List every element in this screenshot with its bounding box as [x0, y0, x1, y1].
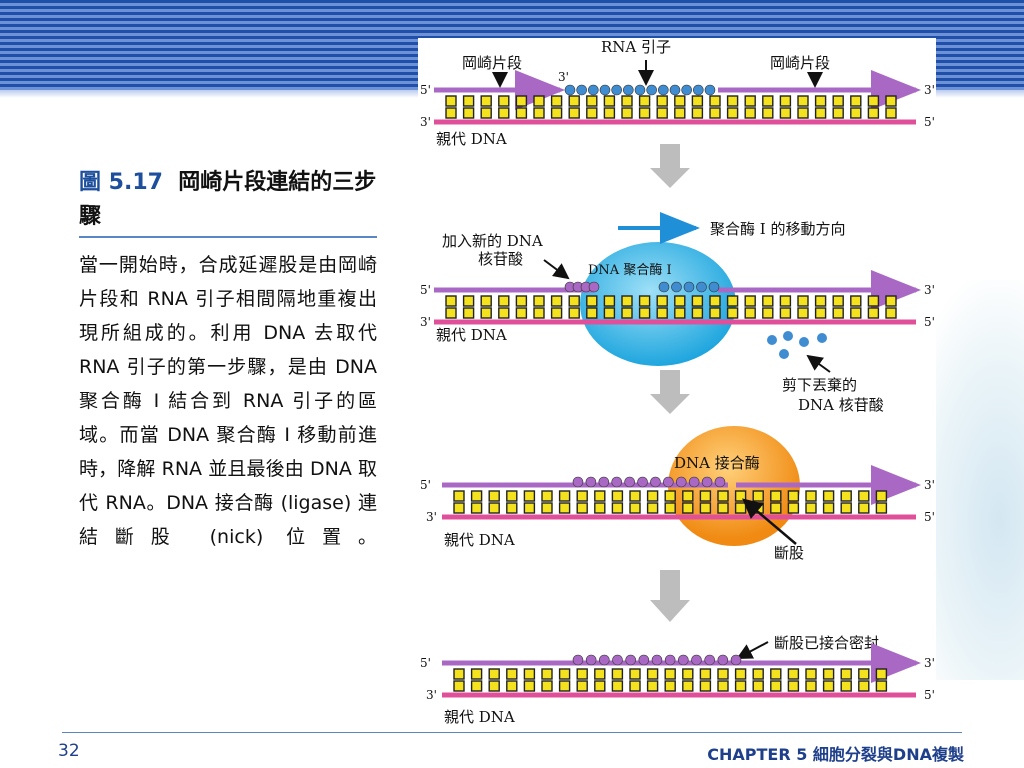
step1-group: 岡崎片段 RNA 引子 岡崎片段 5' 3' 3' 3' 5' 親代 DNA	[420, 38, 935, 148]
end-5-bottom: 5'	[924, 115, 935, 129]
end-5-top: 5'	[420, 478, 431, 492]
parent-dna-label-3: 親代 DNA	[444, 531, 515, 549]
okazaki-label-right: 岡崎片段	[770, 54, 830, 72]
step-arrow-1	[650, 144, 690, 188]
end-3-top: 3'	[924, 83, 935, 97]
end-3-bottom: 3'	[420, 115, 431, 129]
discarded-label-1: 剪下丟棄的	[782, 376, 857, 394]
end-3-top: 3'	[924, 478, 935, 492]
dna-pol-label: DNA 聚合酶 I	[588, 262, 672, 278]
end-5-bottom: 5'	[924, 510, 935, 524]
discarded-nucleotides	[767, 331, 827, 359]
parent-dna-label-2: 親代 DNA	[436, 326, 507, 344]
add-nucleotides-label-1: 加入新的 DNA	[442, 232, 543, 250]
end-5-bottom: 5'	[924, 688, 935, 702]
step3-group: DNA 接合酶 5' 3' 3' 5' 親代 DNA 斷股	[420, 426, 935, 562]
figure-number: 圖 5.17	[79, 170, 163, 195]
add-nucleotides-label-2: 核苷酸	[478, 250, 523, 268]
footer-rule	[62, 732, 962, 733]
primer-3-end: 3'	[558, 70, 569, 84]
rna-primer-label: RNA 引子	[601, 38, 671, 56]
step-arrow-3	[650, 570, 690, 622]
parent-dna-label-4: 親代 DNA	[444, 708, 515, 726]
end-3-top: 3'	[924, 283, 935, 297]
chapter-title: CHAPTER 5 細胞分裂與DNA複製	[707, 745, 964, 764]
end-5-top: 5'	[420, 656, 431, 670]
page-number: 32	[58, 741, 80, 761]
end-3-top: 3'	[924, 656, 935, 670]
nick-label: 斷股	[774, 544, 804, 562]
step2-group: DNA 聚合酶 I 聚合酶 I 的移動方向 加入新的 DNA 核苷酸 5' 3'…	[420, 212, 935, 414]
step-arrow-2	[650, 370, 690, 414]
discarded-label-2: DNA 核苷酸	[798, 396, 884, 414]
end-3-bottom: 3'	[426, 688, 437, 702]
direction-label: 聚合酶 I 的移動方向	[710, 220, 845, 238]
parent-dna-label-1: 親代 DNA	[436, 130, 507, 148]
end-3-bottom: 3'	[426, 510, 437, 524]
title-underline	[79, 236, 377, 238]
end-3-bottom: 3'	[420, 315, 431, 329]
end-5-top: 5'	[420, 83, 431, 97]
step4-group: 斷股已接合密封 5' 3' 3' 5' 親代 DNA	[420, 634, 935, 726]
figure-description: 當一開始時，合成延遲股是由岡崎片段和 RNA 引子相間隔地重複出現所組成的。利用…	[79, 254, 377, 548]
figure-title-text: 岡崎片段連結的三步驟	[79, 170, 377, 229]
okazaki-diagram: 岡崎片段 RNA 引子 岡崎片段 5' 3' 3' 3' 5' 親代 DNA D…	[418, 38, 936, 730]
figure-title: 圖 5.17 岡崎片段連結的三步驟	[79, 166, 379, 234]
ligase-label: DNA 接合酶	[674, 454, 760, 472]
end-5-bottom: 5'	[924, 315, 935, 329]
okazaki-label-left: 岡崎片段	[462, 54, 522, 72]
end-5-top: 5'	[420, 283, 431, 297]
sealed-label: 斷股已接合密封	[774, 634, 879, 652]
